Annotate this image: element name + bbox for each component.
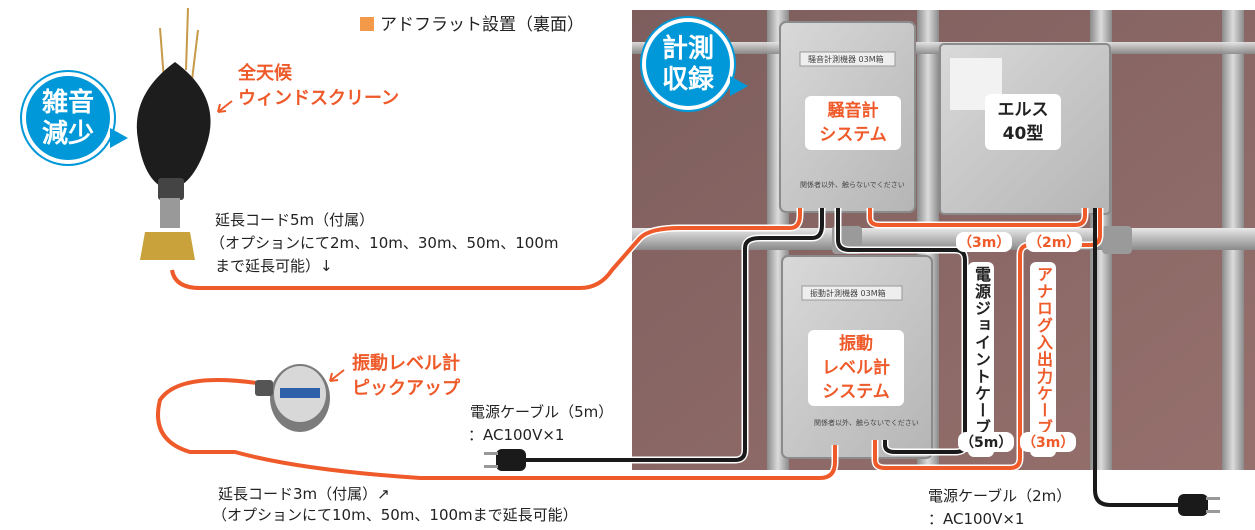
vibration-pickup-icon <box>255 364 330 432</box>
header: アドフラット設置（裏面） <box>360 10 584 35</box>
power-cable-2m-line2: ：AC100V×1 <box>928 510 1025 528</box>
extension-cord-5m-line1: 延長コード5m（付属） <box>215 211 375 229</box>
vibration-system-line2: レベル計 <box>822 358 890 378</box>
windscreen-label-line1: 全天候 <box>238 63 292 84</box>
bubble-tail-right <box>730 76 748 96</box>
cable-power-joint <box>836 208 967 454</box>
els-system-label: エルス 40型 <box>985 94 1061 150</box>
bubble-noise-reduction-line2: 減少 <box>41 119 94 149</box>
analog-io-cable-length: （3m） <box>1020 432 1077 452</box>
pickup-label-line2: ピックアップ <box>352 378 460 399</box>
power-cable-5m-line1: 電源ケーブル（5m） <box>470 403 614 421</box>
noise-system-label: 騒音計 システム <box>805 96 901 150</box>
len-3m-top: （3m） <box>956 232 1013 252</box>
power-plug-left-icon <box>484 449 526 471</box>
windscreen-microphone-icon <box>136 7 211 260</box>
vibration-system-line1: 振動 <box>839 334 873 354</box>
els-system-line2: 40型 <box>1002 124 1044 144</box>
bubble-noise-reduction: 雑音 減少 <box>22 72 114 164</box>
extension-cord-5m-line3: まで延長可能）↓ <box>215 257 333 275</box>
cable-analog-3m-top <box>868 208 1087 227</box>
pickup-label-line1: 振動レベル計 <box>352 353 460 374</box>
arrow-windscreen-icon <box>217 100 233 113</box>
cable-power-2m <box>1093 208 1180 507</box>
power-plug-right-icon <box>1178 494 1220 516</box>
power-cable-5m-line2: ：AC100V×1 <box>468 426 565 444</box>
power-joint-cable-length: （5m） <box>958 432 1015 452</box>
noise-system-line1: 騒音計 <box>827 101 879 121</box>
bubble-tail-left <box>110 128 128 148</box>
header-marker <box>360 17 374 31</box>
noise-box-caution: 関係者以外、触らないでください <box>800 181 905 189</box>
bubble-measure-record: 計測 収録 <box>642 18 734 110</box>
analog-io-cable-label: アナログ入出力ケーブル <box>1030 262 1056 457</box>
vibration-system-label: 振動 レベル計 システム <box>808 330 904 406</box>
els-system-line1: エルス <box>997 100 1049 120</box>
header-title: アドフラット設置（裏面） <box>380 15 584 35</box>
noise-system-line2: システム <box>819 125 887 145</box>
len-2m-top: （2m） <box>1026 232 1083 252</box>
extension-cord-5m-line2: （オプションにて2m、10m、30m、50m、100m <box>210 234 559 252</box>
windscreen-label-line2: ウィンドスクリーン <box>238 88 400 109</box>
bubble-measure-record-line1: 計測 <box>661 34 714 64</box>
extension-cord-3m-line1: 延長コード3m（付属）↗ <box>218 485 390 503</box>
bubble-measure-record-line2: 収録 <box>661 65 714 95</box>
vibration-box-plate: 振動計測機器 03M箱 <box>810 289 886 298</box>
arrow-pickup-icon <box>329 369 345 382</box>
power-cable-2m-line1: 電源ケーブル（2m） <box>928 487 1072 505</box>
bubble-noise-reduction-line1: 雑音 <box>41 88 94 118</box>
vibration-box-caution: 関係者以外、触らないでください <box>814 419 919 427</box>
vibration-system-line3: システム <box>822 382 890 402</box>
extension-cord-3m-line2: （オプションにて10m、50m、100mまで延長可能） <box>212 506 578 524</box>
power-joint-cable-label: 電源ジョイントケーブル <box>968 262 994 457</box>
noise-box-plate: 騒音計測機器 03M箱 <box>808 55 884 64</box>
